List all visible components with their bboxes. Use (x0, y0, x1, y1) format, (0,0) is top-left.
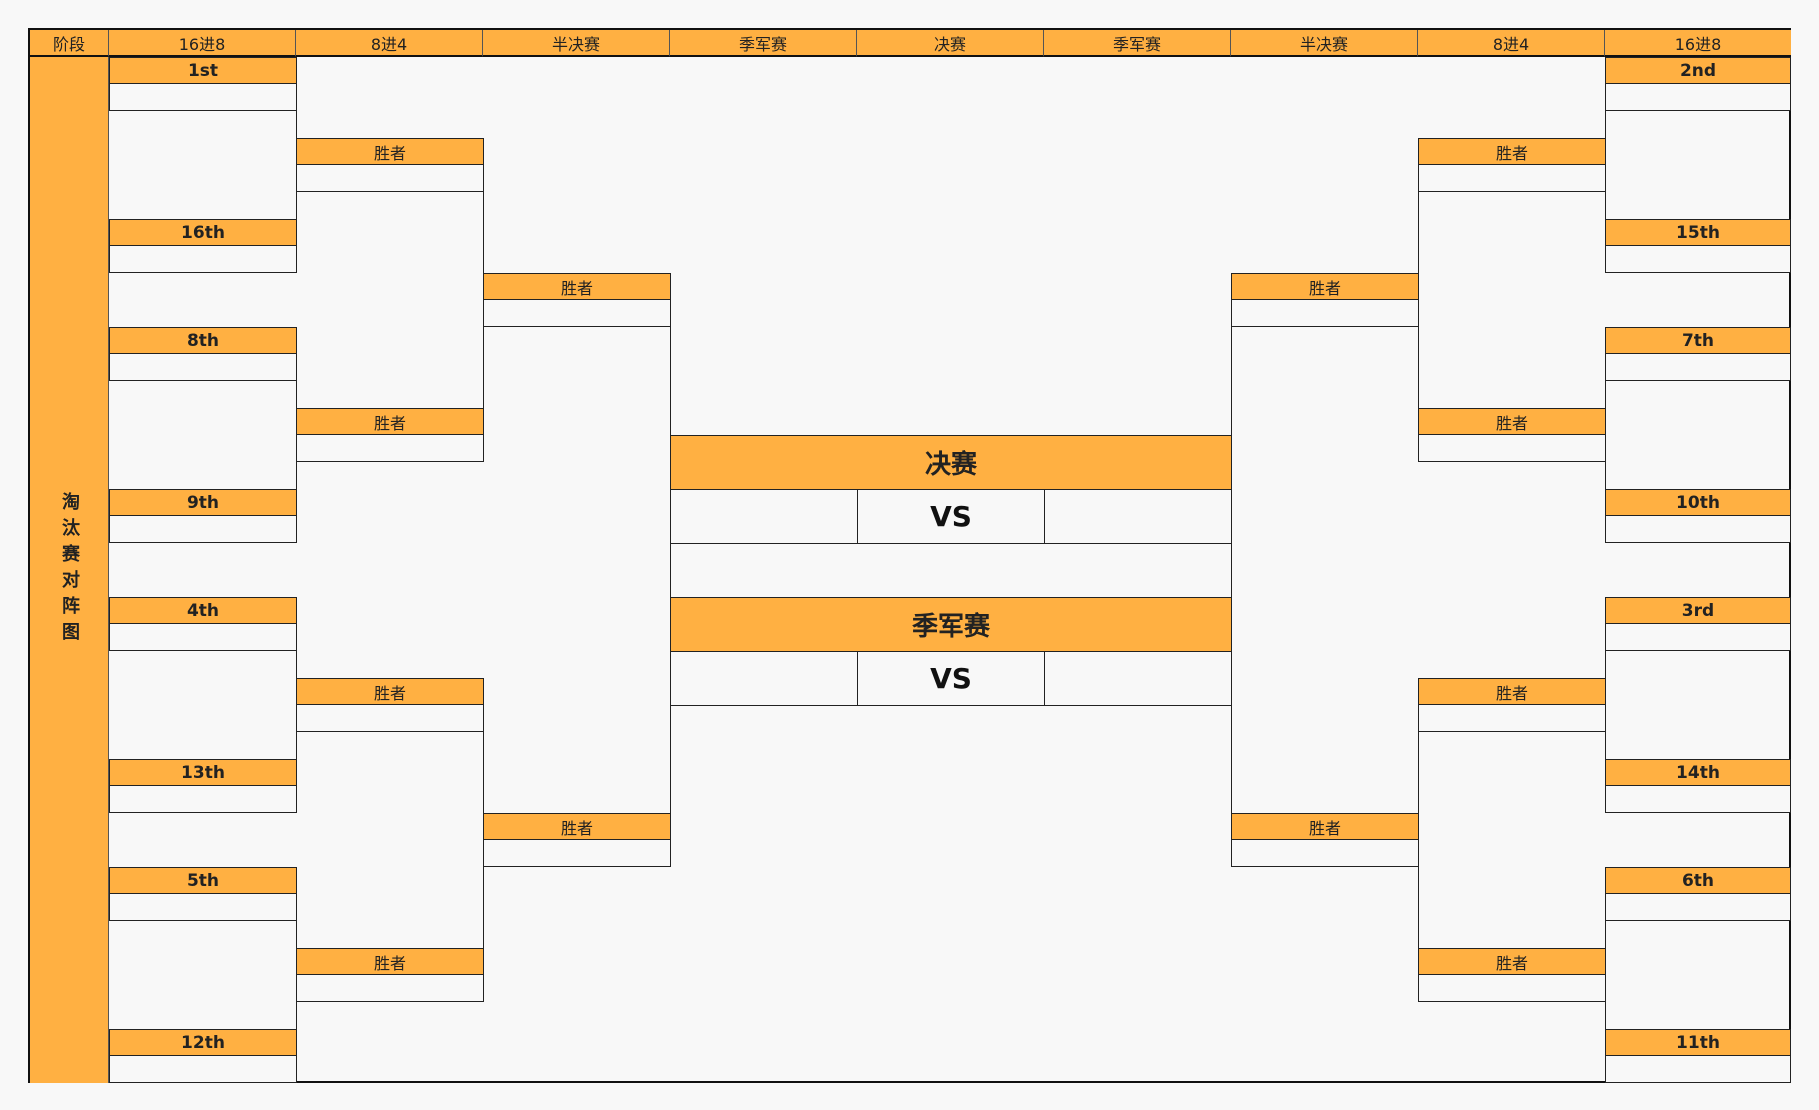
right-seed-4-slot[interactable] (1605, 515, 1791, 543)
right-seed-8: 11th (1605, 1029, 1791, 1056)
right-seed-4: 10th (1605, 489, 1791, 516)
side-panel: 淘汰赛对阵图 (30, 57, 109, 1083)
right-sf-winner-2: 胜者 (1231, 813, 1419, 840)
left-sf-winner-1-slot[interactable] (483, 299, 671, 327)
right-qf-winner-3: 胜者 (1418, 678, 1606, 705)
right-seed-7: 6th (1605, 867, 1791, 894)
left-qf-winner-4-slot[interactable] (296, 974, 484, 1002)
center-gap (670, 543, 1232, 598)
left-qf-winner-2: 胜者 (296, 408, 484, 435)
header-col-5: 决赛 (857, 30, 1044, 57)
right-seed-2-slot[interactable] (1605, 245, 1791, 273)
right-qf-winner-2: 胜者 (1418, 408, 1606, 435)
left-sf-winner-2: 胜者 (483, 813, 671, 840)
left-qf-winner-4: 胜者 (296, 948, 484, 975)
final-player-right[interactable] (1044, 489, 1232, 544)
left-qf-winner-1-slot[interactable] (296, 164, 484, 192)
right-seed-7-slot[interactable] (1605, 893, 1791, 921)
left-qf-winner-3-slot[interactable] (296, 704, 484, 732)
left-sf-winner-1: 胜者 (483, 273, 671, 300)
final-player-left[interactable] (670, 489, 858, 544)
left-seed-2: 16th (109, 219, 297, 246)
right-qf-winner-1: 胜者 (1418, 138, 1606, 165)
left-seed-3-slot[interactable] (109, 353, 297, 381)
right-qf-winner-1-slot[interactable] (1418, 164, 1606, 192)
header-col-8: 8进4 (1418, 30, 1605, 57)
right-seed-3-slot[interactable] (1605, 353, 1791, 381)
left-seed-6-slot[interactable] (109, 785, 297, 813)
header-col-9: 16进8 (1605, 30, 1791, 57)
header-col-3: 半决赛 (483, 30, 670, 57)
final-vs: VS (857, 489, 1045, 544)
third-place-vs: VS (857, 651, 1045, 706)
side-label: 淘汰赛对阵图 (59, 492, 80, 648)
left-seed-8: 12th (109, 1029, 297, 1056)
third-place-title: 季军赛 (670, 597, 1232, 652)
left-seed-5: 4th (109, 597, 297, 624)
left-qf-winner-3: 胜者 (296, 678, 484, 705)
right-sf-winner-1-slot[interactable] (1231, 299, 1419, 327)
right-qf-winner-4: 胜者 (1418, 948, 1606, 975)
left-seed-1-slot[interactable] (109, 83, 297, 111)
right-seed-2: 15th (1605, 219, 1791, 246)
left-seed-5-slot[interactable] (109, 623, 297, 651)
right-sf-winner-1: 胜者 (1231, 273, 1419, 300)
left-seed-4-slot[interactable] (109, 515, 297, 543)
third-place-player-right[interactable] (1044, 651, 1232, 706)
header-col-4: 季军赛 (670, 30, 857, 57)
header-col-6: 季军赛 (1044, 30, 1231, 57)
left-seed-6: 13th (109, 759, 297, 786)
right-seed-5-slot[interactable] (1605, 623, 1791, 651)
bracket-sheet: 阶段 16进8 8进4 半决赛 季军赛 决赛 季军赛 半决赛 8进4 16进8 … (28, 28, 1791, 1083)
right-seed-1: 2nd (1605, 57, 1791, 84)
left-qf-winner-1: 胜者 (296, 138, 484, 165)
right-seed-8-slot[interactable] (1605, 1055, 1791, 1083)
header-col-1: 16进8 (109, 30, 296, 57)
left-seed-8-slot[interactable] (109, 1055, 297, 1083)
left-seed-1: 1st (109, 57, 297, 84)
left-seed-4: 9th (109, 489, 297, 516)
header-stage: 阶段 (30, 30, 109, 57)
right-seed-6-slot[interactable] (1605, 785, 1791, 813)
right-seed-3: 7th (1605, 327, 1791, 354)
left-qf-winner-2-slot[interactable] (296, 434, 484, 462)
final-title: 决赛 (670, 435, 1232, 490)
right-qf-winner-4-slot[interactable] (1418, 974, 1606, 1002)
right-sf-winner-2-slot[interactable] (1231, 839, 1419, 867)
left-seed-7: 5th (109, 867, 297, 894)
left-seed-3: 8th (109, 327, 297, 354)
right-seed-5: 3rd (1605, 597, 1791, 624)
left-sf-winner-2-slot[interactable] (483, 839, 671, 867)
left-seed-7-slot[interactable] (109, 893, 297, 921)
header-col-7: 半决赛 (1231, 30, 1418, 57)
right-seed-6: 14th (1605, 759, 1791, 786)
right-qf-winner-2-slot[interactable] (1418, 434, 1606, 462)
header-col-2: 8进4 (296, 30, 483, 57)
third-place-player-left[interactable] (670, 651, 858, 706)
right-qf-winner-3-slot[interactable] (1418, 704, 1606, 732)
right-seed-1-slot[interactable] (1605, 83, 1791, 111)
left-seed-2-slot[interactable] (109, 245, 297, 273)
